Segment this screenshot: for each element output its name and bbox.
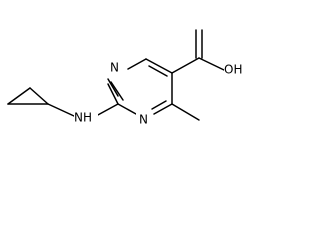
atom-n-top: N	[110, 61, 119, 75]
pyrimidine-ring	[107, 58, 173, 115]
bond-cp-2	[7, 87, 31, 105]
bond-c2-n1-inner	[110, 81, 124, 101]
bond-c2-n1-outer	[107, 83, 119, 105]
atom-bg-nh	[74, 110, 98, 126]
bond-n1-c6	[127, 58, 147, 70]
bond-c4-n3	[153, 103, 173, 115]
atom-oh: OH	[224, 63, 242, 77]
carboxylic-acid	[171, 29, 225, 74]
bond-n3-c2	[117, 103, 137, 115]
bond-c4-methyl	[171, 103, 200, 121]
atom-bg-n-top	[108, 60, 124, 76]
bond-c4-n3-inner	[151, 100, 167, 110]
atom-bg-oh	[224, 62, 248, 78]
bond-c5-cooh	[171, 57, 200, 74]
atom-bg-n-bottom	[136, 112, 152, 128]
bond-nh-cp	[47, 103, 75, 117]
bond-c-oh	[198, 57, 225, 71]
atom-nh: NH	[74, 111, 92, 125]
atom-n-bottom: N	[139, 113, 148, 127]
bond-cp-1	[29, 87, 49, 105]
bond-c6-c5	[145, 58, 173, 74]
bond-c2-n1	[107, 78, 119, 97]
bond-c2-nh	[95, 103, 119, 117]
atom-labels: N N NH OH	[74, 60, 248, 128]
cyclopropylamino	[7, 87, 119, 117]
bond-c6-c5-inner	[148, 65, 168, 77]
chemical-structure: N N NH OH	[7, 29, 248, 128]
